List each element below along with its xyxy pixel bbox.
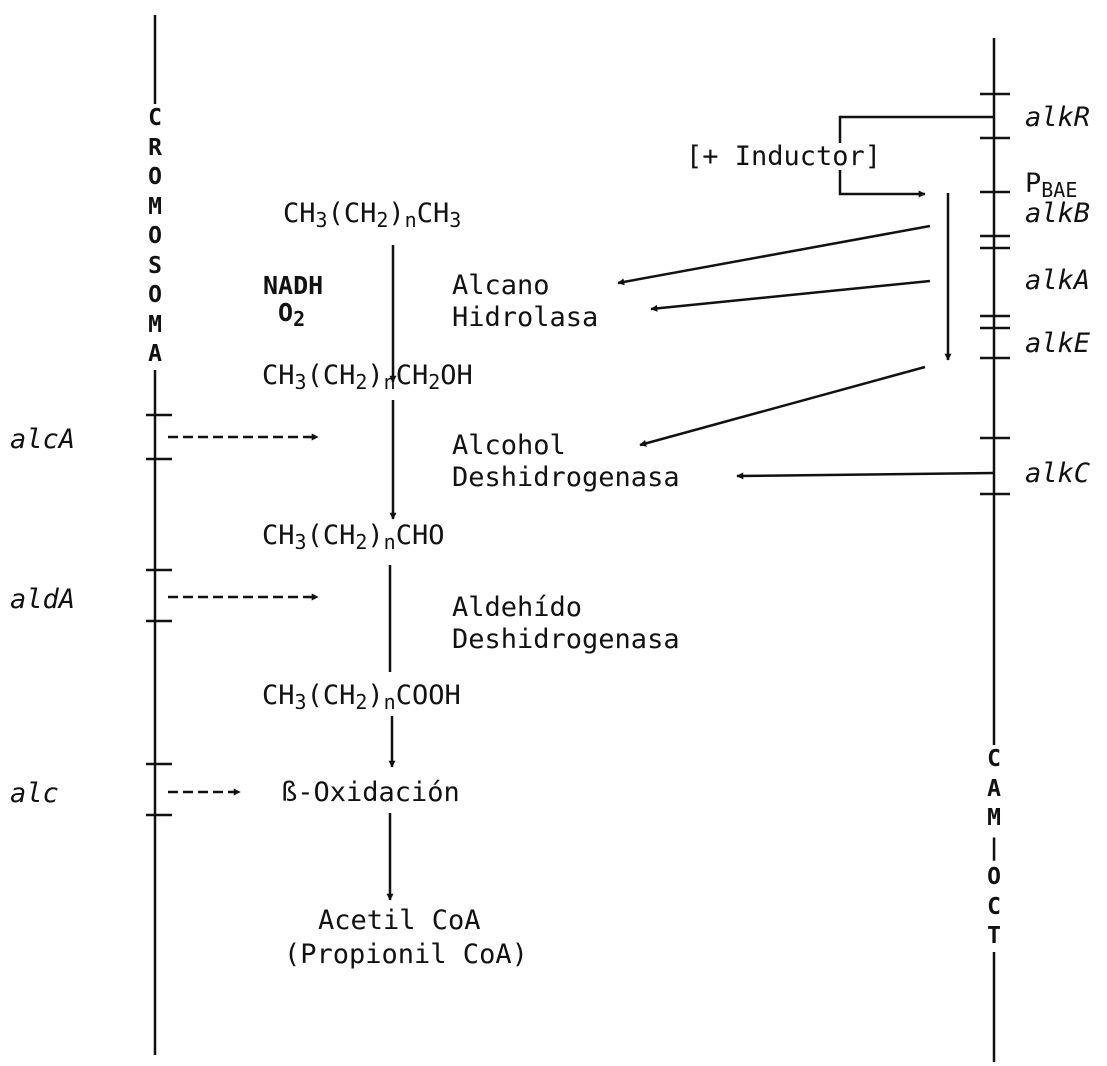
- substrate-alcohol: CH3(CH2)nCH2OH: [262, 360, 473, 394]
- product-acetyl-coa: Acetil CoA: [318, 905, 481, 936]
- beta-oxidation-label: ß-Oxidación: [281, 777, 460, 808]
- chromosome-label: C R O M O S O M A: [140, 104, 170, 370]
- enzyme-alcohol-dh-line1: Alcohol: [452, 430, 566, 461]
- substrate-aldehyde: CH3(CH2)nCHO: [262, 520, 445, 554]
- alkE-to-dehydrogenase-arrow: [639, 365, 926, 447]
- promoter-label: PBAE: [1025, 168, 1078, 202]
- enzyme-alcohol-dh-line2: Deshidrogenasa: [452, 462, 680, 493]
- enzyme-aldehyde-dh-line2: Deshidrogenasa: [452, 624, 680, 655]
- inductor-label: [+ Inductor]: [684, 141, 884, 172]
- alkA-to-hydrolase-arrow: [650, 279, 931, 312]
- gene-aldA: aldA: [10, 584, 76, 615]
- enzyme-hydrolase-line1: Alcano: [452, 270, 550, 301]
- cofactor-nadh: NADH: [263, 271, 324, 300]
- plasmid-label: C A M | O C T: [979, 745, 1009, 952]
- substrate-alkane: CH3(CH2)nCH3: [283, 198, 462, 232]
- gene-alkA: alkA: [1025, 265, 1091, 296]
- product-propionyl-coa: (Propionil CoA): [284, 939, 528, 970]
- gene-alkR: alkR: [1025, 102, 1091, 133]
- gene-alkE: alkE: [1025, 328, 1091, 359]
- gene-alc: alc: [10, 778, 59, 809]
- gene-alcA: alcA: [10, 424, 76, 455]
- enzyme-aldehyde-dh-line1: Aldehído: [452, 592, 583, 623]
- cofactor-o2: O2: [278, 298, 306, 331]
- alkC-to-dehydrogenase-arrow: [736, 471, 995, 480]
- gene-alkC: alkC: [1025, 458, 1091, 489]
- substrate-acid: CH3(CH2)nCOOH: [262, 680, 461, 714]
- gene-alkB: alkB: [1025, 198, 1091, 229]
- alkB-to-hydrolase-arrow: [617, 224, 931, 286]
- enzyme-hydrolase-line2: Hidrolasa: [452, 302, 599, 333]
